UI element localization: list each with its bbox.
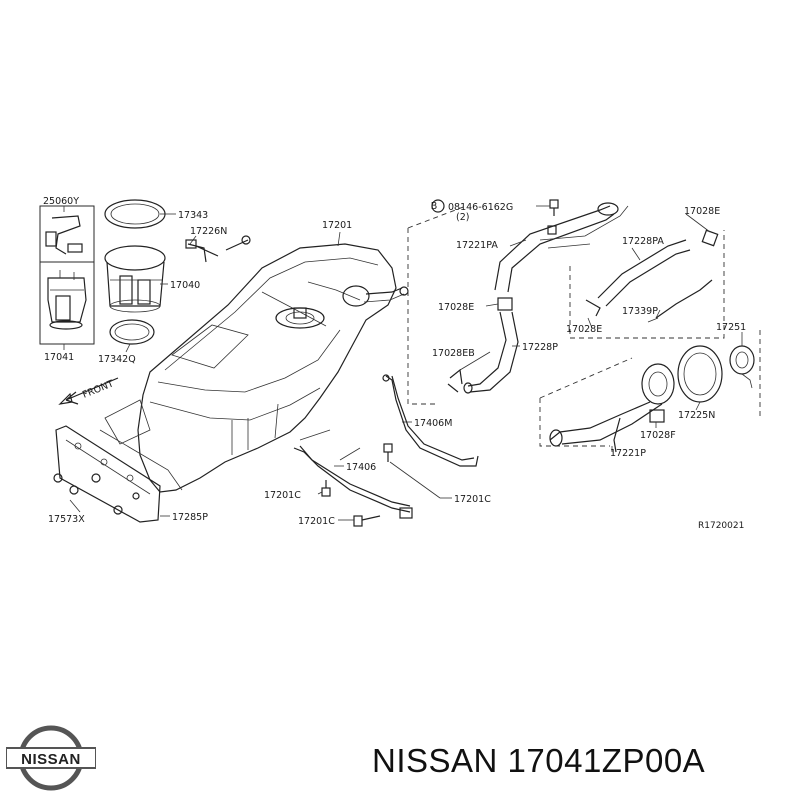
- label-17225N: 17225N: [678, 410, 715, 421]
- label-17201C-c: 17201C: [298, 516, 335, 527]
- label-bolt: 08146-6162G: [448, 202, 513, 213]
- fuel-cap: [729, 345, 755, 389]
- label-17228PA: 17228PA: [622, 236, 664, 247]
- vent-tube: [655, 279, 713, 319]
- bolt-08146: [547, 199, 559, 235]
- circled-b-marker: [431, 199, 445, 213]
- label-17342Q: 17342Q: [98, 354, 136, 365]
- fuel-tank: [99, 243, 409, 493]
- label-17226N: 17226N: [190, 226, 227, 237]
- part-number-caption: NISSAN 17041ZP00A: [372, 742, 706, 779]
- label-17343: 17343: [178, 210, 208, 221]
- label-17406M: 17406M: [414, 418, 452, 429]
- label-circled-b: B: [431, 201, 438, 212]
- label-17228P: 17228P: [522, 342, 558, 353]
- logo-text: NISSAN: [21, 751, 81, 768]
- diagram-reference: R1720021: [698, 521, 744, 531]
- label-front: FRONT: [81, 378, 115, 400]
- part-labels: 25060Y 17041 17343 17226N 17040 17342Q 1…: [43, 196, 746, 531]
- label-17040: 17040: [170, 280, 200, 291]
- nissan-logo-icon: NISSAN: [5, 725, 97, 791]
- filler-neck: [549, 363, 675, 453]
- heat-shield: [55, 425, 161, 523]
- label-17028EB: 17028EB: [432, 348, 475, 359]
- filler-ring: [677, 345, 723, 403]
- label-17573X: 17573X: [48, 514, 85, 525]
- strap-17406: [293, 445, 413, 519]
- gasket-ring: [104, 199, 166, 229]
- pump-module: [104, 245, 166, 313]
- o-ring: [109, 319, 155, 345]
- label-25060Y: 25060Y: [43, 196, 79, 207]
- label-17028E-b: 17028E: [684, 206, 720, 217]
- label-17339P: 17339P: [622, 306, 658, 317]
- label-17041: 17041: [44, 352, 74, 363]
- label-17201: 17201: [322, 220, 352, 231]
- front-arrow: [58, 377, 119, 405]
- label-17028E-c: 17028E: [566, 324, 602, 335]
- label-17201C-a: 17201C: [264, 490, 301, 501]
- vent-hose-17228PA: [585, 229, 719, 317]
- feed-hose: [185, 235, 251, 263]
- bolt-17201C-c: [353, 515, 381, 527]
- clips-17573X: [53, 473, 140, 515]
- filler-tube: [447, 202, 629, 394]
- label-17221PA: 17221PA: [456, 240, 498, 251]
- strap-17406M: [382, 374, 479, 467]
- label-17028E-a: 17028E: [438, 302, 474, 313]
- bolt-17201C-a: [321, 480, 331, 497]
- clip-17028F: [649, 409, 665, 423]
- label-17406: 17406: [346, 462, 376, 473]
- label-17221P: 17221P: [610, 448, 646, 459]
- label-17028F: 17028F: [640, 430, 676, 441]
- leader-lines: [63, 205, 743, 521]
- fuel-pump-box: [39, 205, 95, 345]
- label-17285P: 17285P: [172, 512, 208, 523]
- label-17201C-b: 17201C: [454, 494, 491, 505]
- label-17251: 17251: [716, 322, 746, 333]
- nissan-logo: NISSAN: [5, 724, 97, 792]
- bolt-17201C-b: [383, 443, 393, 462]
- label-bolt-qty: (2): [456, 212, 469, 223]
